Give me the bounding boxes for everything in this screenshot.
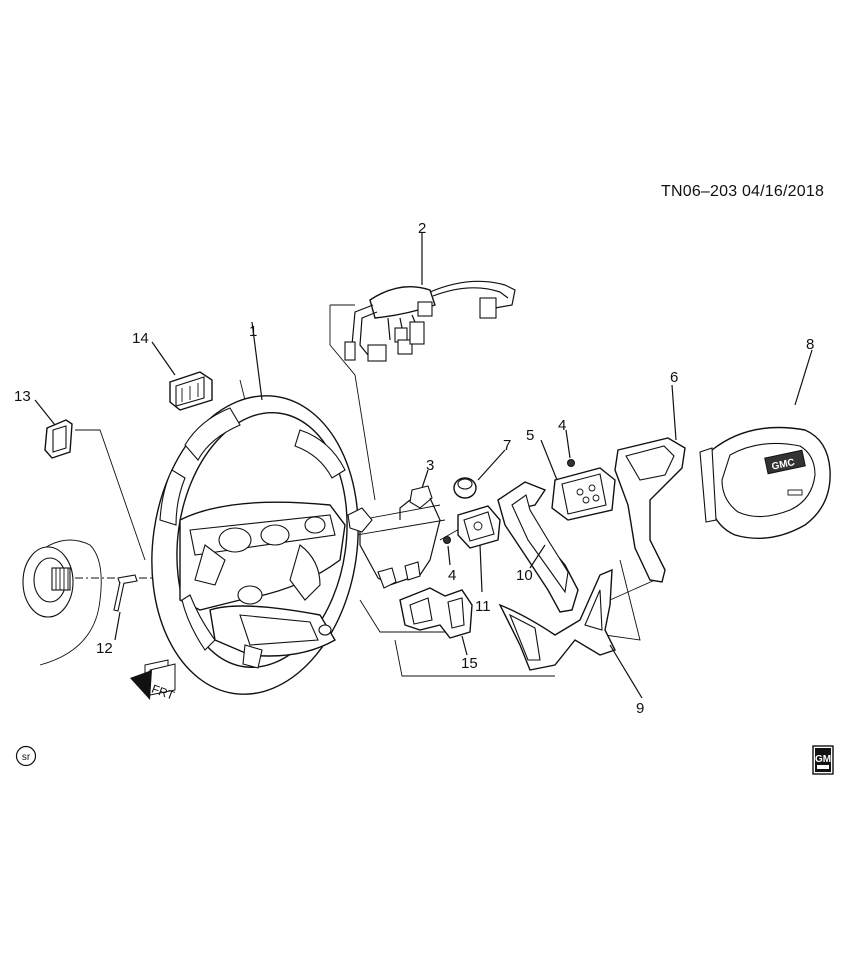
part-11-left-switch xyxy=(457,505,501,593)
part-8-airbag: GMC xyxy=(699,349,831,540)
front-arrow-icon: FRT xyxy=(130,659,177,703)
callout-15: 15 xyxy=(461,655,478,672)
part-6-bezel xyxy=(614,384,686,583)
part-15-bracket xyxy=(399,587,473,656)
callout-10: 10 xyxy=(516,567,533,584)
part-4-screw-a xyxy=(443,536,451,566)
part-14-module xyxy=(151,341,213,411)
callout-8: 8 xyxy=(806,336,814,353)
airbag-logo: GMC xyxy=(771,457,796,473)
callout-3: 3 xyxy=(426,457,434,474)
callout-4b: 4 xyxy=(558,417,566,434)
gm-logo-icon: GM xyxy=(812,745,834,775)
part-3-harness xyxy=(347,469,441,589)
callout-7: 7 xyxy=(503,437,511,454)
callout-11: 11 xyxy=(475,598,491,615)
part-2-wiring-harness xyxy=(344,232,516,362)
callout-labels: 1 2 3 4 4 5 6 7 8 9 10 11 12 13 14 15 xyxy=(14,220,814,717)
document-id: TN06–203 04/16/2018 xyxy=(661,183,825,200)
sr-symbol-text: sr xyxy=(22,752,31,763)
part-1-steering-wheel xyxy=(151,321,359,695)
callout-2: 2 xyxy=(418,220,426,237)
part-7-plug xyxy=(453,449,506,499)
sr-symbol-icon: sr xyxy=(15,745,37,767)
callout-1: 1 xyxy=(249,323,257,340)
gm-logo-text: GM xyxy=(815,754,831,765)
callout-4a: 4 xyxy=(448,567,456,584)
part-13-switch xyxy=(34,399,73,459)
steering-column-hub xyxy=(22,539,102,666)
callout-13: 13 xyxy=(14,388,31,405)
callout-12: 12 xyxy=(96,640,113,657)
callout-6: 6 xyxy=(670,369,678,386)
part-4-screw-b xyxy=(565,429,575,467)
callout-5: 5 xyxy=(526,427,534,444)
callout-14: 14 xyxy=(132,330,149,347)
part-12-bolt xyxy=(113,574,138,641)
part-9-trim-cover xyxy=(498,568,643,699)
part-5-right-switch xyxy=(540,439,616,521)
part-10-bezel xyxy=(497,481,579,613)
callout-9: 9 xyxy=(636,700,644,717)
